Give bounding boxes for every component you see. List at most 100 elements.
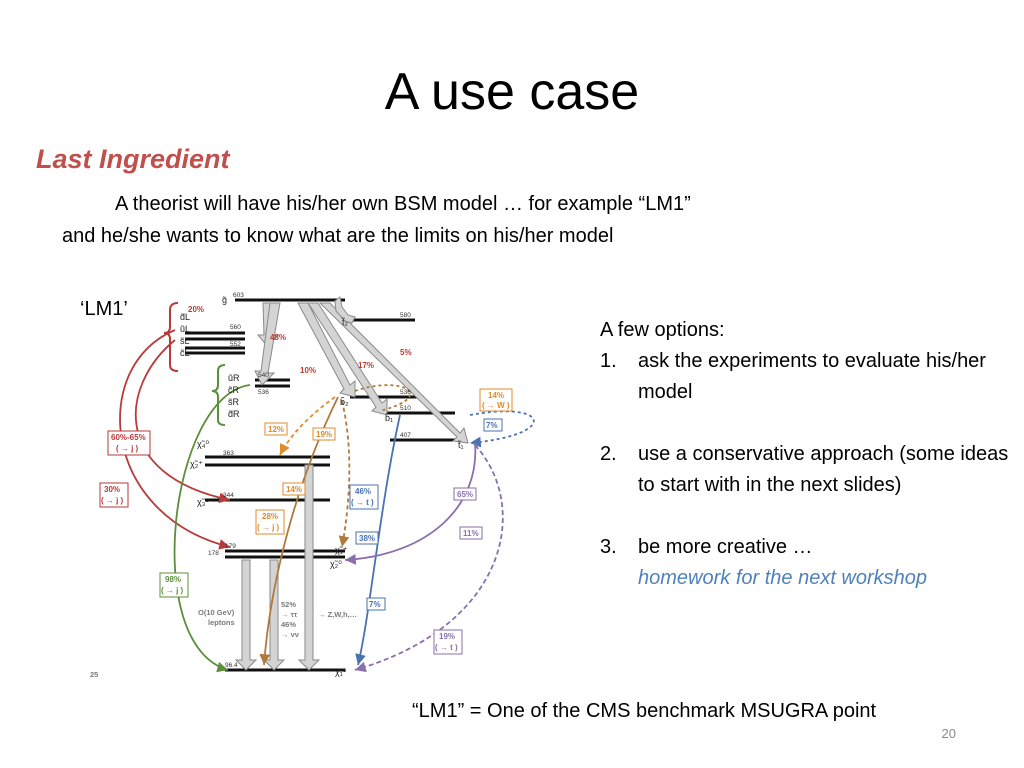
option-number: 1.	[600, 350, 617, 372]
mass-stop1: 407	[400, 432, 411, 439]
option-extra: homework for the next workshop	[638, 567, 928, 589]
note-tau3: 46%	[281, 620, 296, 629]
br-19: 19%	[439, 632, 455, 641]
br-j2: ( → j )	[101, 496, 124, 505]
br-38: 38%	[359, 534, 375, 543]
note-tau2: → ττ	[281, 610, 298, 619]
br-11: 11%	[463, 529, 479, 538]
option-item-2: 2. use a conservative approach (some ide…	[600, 439, 1010, 501]
mass-chi3: 344	[223, 492, 234, 499]
label-stop1: t̃₁	[457, 440, 464, 450]
mass-squark-r: 540	[258, 372, 269, 379]
option-item-1: 1. ask the experiments to evaluate his/h…	[600, 346, 1010, 408]
orange-dashed-sbottom	[279, 396, 336, 456]
br-12: 12%	[268, 425, 284, 434]
blue-arrow-sbottom1-chi	[355, 414, 401, 666]
mass-squark-r2: 536	[258, 389, 269, 396]
mass-values: 603 560 552 540 536 580 536 510 407 363 …	[208, 292, 411, 669]
mass-gluino: 603	[233, 292, 244, 299]
option-text-wrap: be more creative … homework for the next…	[638, 532, 1010, 594]
br-28: 28%	[262, 512, 278, 521]
intro-line-2: and he/she wants to know what are the li…	[62, 225, 614, 247]
br-48: 48%	[270, 333, 286, 342]
br-j3: ( → j )	[257, 523, 280, 532]
br-j1: ( → j )	[116, 444, 139, 453]
diagram-label: ‘LM1’	[80, 298, 128, 320]
state-labels: g̃ t̃₂ b̃₂ b̃₁ t̃₁ χ̃₄⁰ χ̃₂⁺ χ̃₃⁰ χ̃₁⁺ χ…	[180, 295, 464, 677]
label-sq-r0: ũR	[228, 373, 240, 383]
option-number: 2.	[600, 443, 617, 465]
blue-dashed-stop-w	[469, 410, 535, 448]
squark-l-bracket	[163, 302, 179, 372]
slide-subtitle: Last Ingredient	[36, 144, 230, 174]
note-leptons2: leptons	[208, 618, 235, 627]
br-46: 46%	[355, 487, 371, 496]
mass-stop2: 580	[400, 312, 411, 319]
br-7b: 7%	[369, 600, 381, 609]
option-number: 3.	[600, 536, 617, 558]
br-20: 20%	[188, 305, 204, 314]
br-5: 5%	[400, 348, 412, 357]
label-sq-l0: d̃L	[180, 312, 190, 322]
squark-r-bracket	[211, 364, 226, 426]
label-sbottom2: b̃₂	[340, 397, 349, 407]
arrow-chi-zwh	[297, 464, 321, 671]
br-17: 17%	[358, 361, 374, 370]
label-chi2pm: χ̃₂⁺	[190, 459, 203, 469]
purple-arrow-stop1-chi	[344, 442, 477, 565]
option-text: be more creative …	[638, 536, 813, 558]
lm1-mass-spectrum-diagram: g̃ t̃₂ b̃₂ b̃₁ t̃₁ χ̃₄⁰ χ̃₂⁺ χ̃₃⁰ χ̃₁⁺ χ…	[90, 292, 535, 679]
br-w: ( → W )	[482, 401, 510, 410]
label-stop2: t̃₂	[341, 317, 349, 327]
slide-title: A use case	[384, 63, 640, 121]
br-65: 65%	[457, 490, 473, 499]
br-14: 14%	[286, 485, 302, 494]
arrow-gluino-sbottom2	[297, 302, 356, 398]
br-7a: 7%	[486, 421, 498, 430]
note-leptons1: O(10 GeV)	[198, 608, 235, 617]
mass-chi2: 178	[208, 550, 219, 557]
br-19a: 19%	[316, 430, 332, 439]
intro-line-1: A theorist will have his/her own BSM mod…	[115, 193, 691, 215]
mass-sbottom1: 510	[400, 405, 411, 412]
label-chi1: χ̃₁⁰	[335, 667, 347, 677]
mass-squark-l2: 552	[230, 341, 241, 348]
label-sq-l2: s̃L	[180, 336, 190, 346]
page-number: 20	[941, 726, 956, 741]
note-tau4: → νν	[281, 630, 299, 639]
label-chi1pm: χ̃₁⁺	[335, 545, 348, 555]
label-sq-r3: d̃R	[228, 409, 240, 419]
mass-chi1: 96.4	[225, 662, 238, 669]
br-j4: ( → j )	[161, 586, 184, 595]
label-sq-r2: s̃R	[228, 397, 240, 407]
label-sq-l1: ũL	[180, 324, 190, 334]
option-item-3: 3. be more creative … homework for the n…	[600, 532, 1010, 594]
label-chi2: χ̃₂⁰	[330, 559, 342, 569]
decay-notes: O(10 GeV) leptons 52% → ττ 46% → νν → Z,…	[90, 600, 357, 679]
option-text: use a conservative approach (some ideas …	[638, 443, 1009, 496]
br-t1: ( → t )	[351, 498, 374, 507]
options-list: A few options: 1. ask the experiments to…	[600, 315, 1010, 594]
label-chi4: χ̃₄⁰	[197, 439, 209, 449]
br-30: 30%	[104, 485, 120, 494]
mass-chi1pm: 179	[225, 543, 236, 550]
arrow-gluino-stop2	[334, 296, 356, 324]
note-tau1: 52%	[281, 600, 296, 609]
option-text: ask the experiments to evaluate his/her …	[638, 350, 986, 403]
orange-dashed-sbottom-chi2	[338, 400, 351, 548]
grey-decay-arrows	[234, 296, 469, 671]
br-10: 10%	[300, 366, 316, 375]
label-sq-l3: c̃L	[180, 348, 190, 358]
br-98: 98%	[165, 575, 181, 584]
note-stamp: 25	[90, 670, 98, 679]
branching-labels-red: 20% 48% 17% 10% 5%	[188, 305, 412, 375]
red-arrow-squark-chi2	[134, 339, 231, 504]
options-header: A few options:	[600, 319, 725, 341]
mass-squark-l: 560	[230, 324, 241, 331]
arrow-gluino-stop1	[318, 302, 469, 444]
boxed-branching-labels: 12% 19% 14% ( → W ) 7% 60%-65% ( → j ) 3…	[99, 388, 513, 655]
footnote: “LM1” = One of the CMS benchmark MSUGRA …	[412, 700, 877, 722]
green-arrow-squark-r-chi1	[173, 384, 251, 673]
br-6065: 60%-65%	[111, 433, 146, 442]
label-sbottom1: b̃₁	[385, 413, 393, 423]
